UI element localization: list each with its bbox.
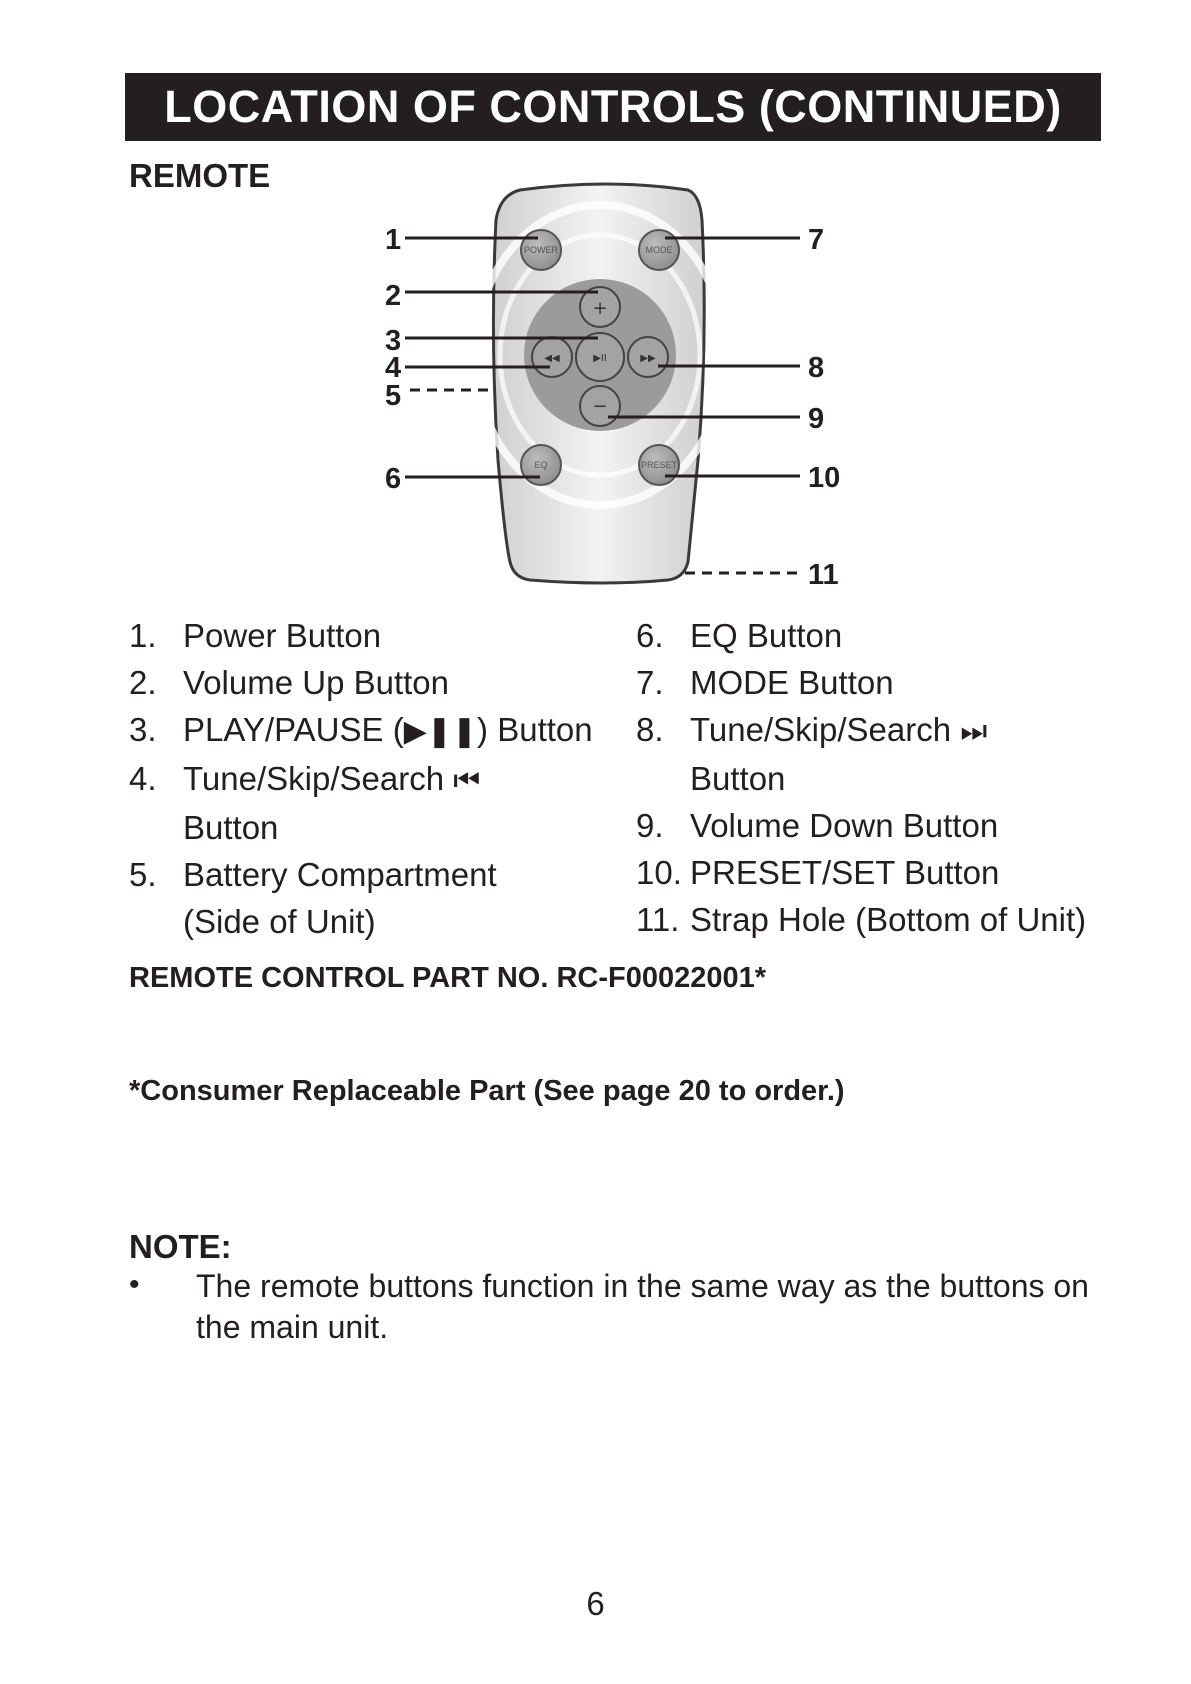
mode-button-label: MODE [646,245,673,255]
rewind-button[interactable]: ◀◀ [531,336,573,378]
list-item: 4. Tune/Skip/Search ⏮ Button [129,755,599,851]
rewind-icon: ◀◀ [544,353,560,364]
forward-button[interactable]: ▶▶ [627,336,669,378]
volume-up-symbol: + [592,298,607,319]
list-item: 8. Tune/Skip/Search ⏭ Button [636,706,1116,802]
skip-forward-icon: ⏭ [960,714,988,749]
mode-button[interactable]: MODE [638,229,680,271]
note-text: The remote buttons function in the same … [196,1268,1089,1345]
skip-back-icon: ⏮ [453,763,481,798]
section-heading-remote: REMOTE [129,157,271,194]
label-text: Tune/Skip/Search [690,711,961,748]
play-pause-icon: ▶❚❚ [403,714,478,749]
callout-number: 3 [385,325,401,357]
list-item-number: 11. [636,901,680,938]
label-text: ) Button [477,711,593,748]
controls-list-right: 6. EQ Button 7. MODE Button 8. Tune/Skip… [636,612,1116,943]
list-item-label: Battery Compartment (Side of Unit) [183,851,599,945]
forward-icon: ▶▶ [640,353,656,364]
play-pause-button[interactable]: ▶II [575,332,625,382]
play-pause-icon: ▶II [593,353,607,364]
volume-down-button[interactable]: − [579,385,621,427]
power-button-label: POWER [524,245,559,255]
callout-number: 1 [385,224,401,256]
callout-number: 2 [385,280,401,312]
list-item: 10. PRESET/SET Button [636,849,1116,896]
list-item: 6. EQ Button [636,612,1116,659]
list-item-label: MODE Button [690,664,894,701]
remote-ring-inner [497,232,703,478]
remote-diagram: POWER MODE + ◀◀ ▶II ▶▶ − EQ PRESET [385,182,840,591]
list-item: 5. Battery Compartment (Side of Unit) [129,851,599,945]
replaceable-part-note: *Consumer Replaceable Part (See page 20 … [129,1075,845,1107]
list-item: 2. Volume Up Button [129,659,599,706]
page-number: 6 [586,1585,605,1622]
list-item-number: 2. [129,664,157,701]
callout-number: 4 [385,352,401,384]
list-item-number: 8. [636,711,664,748]
list-item-label: EQ Button [690,617,843,654]
list-item-number: 9. [636,807,664,844]
callout-number: 9 [808,403,824,435]
list-item: 1. Power Button [129,612,599,659]
list-item-label: Volume Down Button [690,807,999,844]
list-item-label: Tune/Skip/Search ⏮ Button [183,755,599,851]
note-heading: NOTE: [129,1228,232,1265]
label-text: (Side of Unit) [183,903,376,940]
list-item-number: 6. [636,617,664,654]
bullet-icon: • [129,1268,140,1301]
label-text: Button [183,809,279,846]
list-item-label: PLAY/PAUSE (▶❚❚) Button [183,706,599,755]
eq-button-label: EQ [534,460,547,470]
callout-number: 6 [385,463,401,495]
list-item-label: Tune/Skip/Search ⏭ Button [690,706,1116,802]
list-item: 7. MODE Button [636,659,1116,706]
eq-button[interactable]: EQ [520,444,562,486]
list-item-label: Volume Up Button [183,664,449,701]
remote-ring-outer [471,201,729,509]
label-text: PLAY/PAUSE ( [183,711,404,748]
list-item-number: 3. [129,711,157,748]
label-text: Button [690,760,786,797]
callout-number: 5 [385,380,401,412]
list-item-number: 7. [636,664,664,701]
list-item-label: PRESET/SET Button [690,854,1000,891]
label-text: Battery Compartment [183,856,497,893]
volume-down-symbol: − [592,396,607,417]
callout-number: 11 [808,559,839,591]
list-item: 11. Strap Hole (Bottom of Unit) [636,896,1116,943]
controls-list-left: 1. Power Button 2. Volume Up Button 3. P… [129,612,599,945]
page-title: LOCATION OF CONTROLS (CONTINUED) [125,73,1101,141]
callout-number: 7 [808,224,824,256]
label-text: Tune/Skip/Search [183,760,454,797]
callout-number: 10 [808,462,840,494]
part-number: REMOTE CONTROL PART NO. RC-F00022001* [129,962,767,994]
list-item: 9. Volume Down Button [636,802,1116,849]
list-item-number: 5. [129,856,157,893]
preset-button[interactable]: PRESET [638,444,680,486]
list-item-label: Power Button [183,617,382,654]
list-item-number: 4. [129,760,157,797]
list-item: 3. PLAY/PAUSE (▶❚❚) Button [129,706,599,755]
list-item-label: Strap Hole (Bottom of Unit) [690,901,1087,938]
preset-button-label: PRESET [641,460,678,470]
callout-number: 8 [808,352,824,384]
power-button[interactable]: POWER [520,229,562,271]
list-item-number: 10. [636,854,682,891]
list-item-number: 1. [129,617,157,654]
volume-up-button[interactable]: + [579,286,621,328]
